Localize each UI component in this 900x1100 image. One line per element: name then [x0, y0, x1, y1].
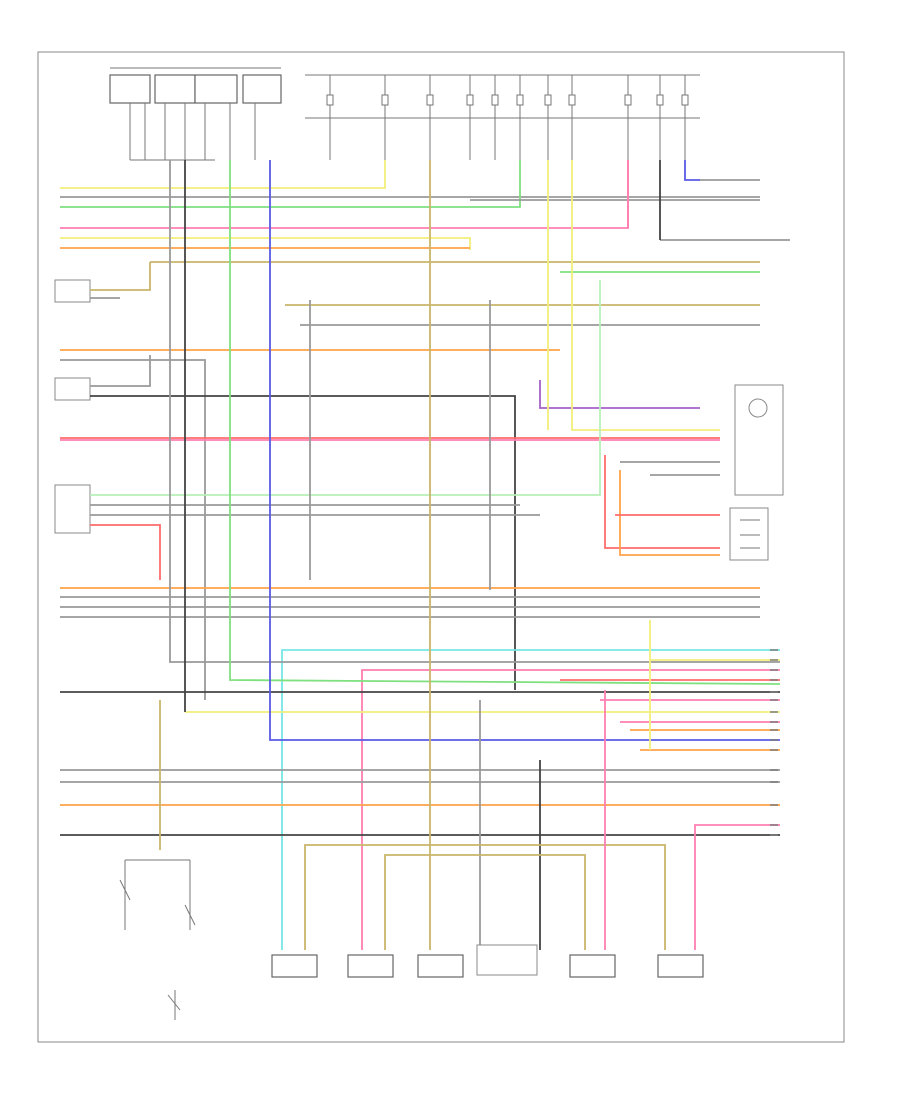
- ground-block: [476, 944, 538, 976]
- connector-4: [242, 74, 282, 104]
- bottom-components: [271, 944, 704, 978]
- fuse-11: [681, 94, 689, 106]
- fuse-7: [544, 94, 552, 106]
- sensor-box-1: [271, 954, 318, 978]
- right-components: [729, 384, 784, 561]
- fuse-1: [326, 94, 334, 106]
- left-switch-2: [54, 377, 91, 401]
- sensor-box-5: [657, 954, 704, 978]
- sensor-box-4: [569, 954, 616, 978]
- diagram-border: [37, 51, 845, 1043]
- fuse-4: [466, 94, 474, 106]
- fuse-3: [426, 94, 434, 106]
- fuse-9: [624, 94, 632, 106]
- wires: [60, 160, 790, 950]
- gauge-icon: [748, 398, 768, 418]
- left-switch-1: [54, 279, 91, 303]
- sensor-box-2: [347, 954, 394, 978]
- instrument-cluster: [734, 384, 784, 496]
- fuse-6: [516, 94, 524, 106]
- fuse-5: [491, 94, 499, 106]
- connector-1: [109, 74, 151, 104]
- fuse-block: [305, 74, 700, 160]
- terminal-ticks: [326, 94, 778, 836]
- bottom-left-switches: [119, 859, 196, 1020]
- right-module-box: [729, 507, 769, 561]
- sensor-box-3: [417, 954, 464, 978]
- left-components: [54, 279, 91, 534]
- left-module: [54, 484, 91, 534]
- fuse-2: [381, 94, 389, 106]
- fuse-8: [568, 94, 576, 106]
- fuse-10: [656, 94, 664, 106]
- top-left-connectors: [109, 67, 282, 161]
- connector-3: [194, 74, 238, 104]
- connector-2: [154, 74, 196, 104]
